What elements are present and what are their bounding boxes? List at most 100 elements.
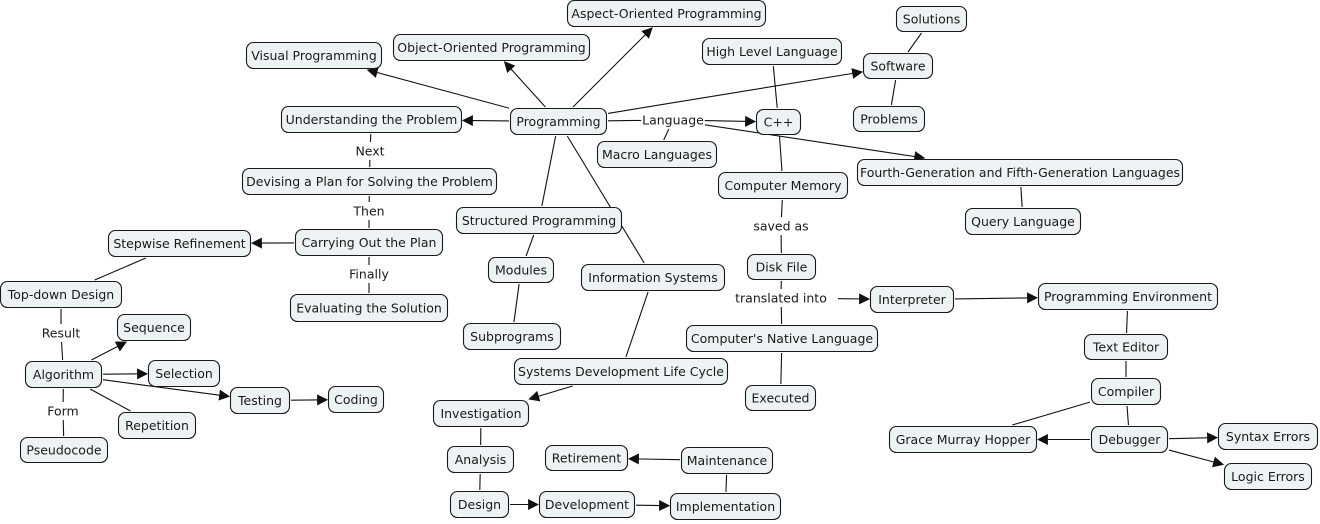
node-label: Compiler — [1098, 384, 1155, 399]
node-subprograms[interactable]: Subprograms — [462, 322, 562, 351]
node-solutions[interactable]: Solutions — [895, 5, 968, 33]
connection-debugger-to-logic — [1168, 449, 1225, 468]
node-cpp[interactable]: C++ — [755, 108, 802, 136]
connection-infosys-to-sdlc — [625, 291, 649, 358]
connection-compiler-to-hopper — [1012, 401, 1091, 426]
node-box — [717, 171, 849, 200]
node-label: Programming — [516, 114, 600, 129]
connection-language-to-cpp — [704, 115, 757, 127]
node-label: C++ — [764, 115, 794, 130]
connection-implementation-to-maintenance — [725, 474, 728, 493]
node-hopper[interactable]: Grace Murray Hopper — [888, 425, 1038, 454]
node-box — [744, 384, 817, 412]
node-structured[interactable]: Structured Programming — [455, 206, 623, 235]
node-box — [455, 206, 623, 235]
node-label: Aspect-Oriented Programming — [571, 6, 761, 21]
node-coding[interactable]: Coding — [327, 385, 385, 414]
node-syntax[interactable]: Syntax Errors — [1217, 422, 1319, 451]
node-maintenance[interactable]: Maintenance — [680, 446, 774, 475]
node-software[interactable]: Software — [862, 52, 934, 80]
node-fourthgen[interactable]: Fourth-Generation and Fifth-Generation L… — [856, 158, 1184, 187]
connection-memory-to-savedas — [780, 199, 783, 218]
node-macro[interactable]: Macro Languages — [596, 140, 718, 169]
node-box — [746, 253, 817, 281]
node-visual[interactable]: Visual Programming — [245, 41, 383, 70]
connection-maintenance-to-retirement — [627, 453, 681, 465]
node-label: Testing — [237, 393, 282, 408]
node-box — [701, 37, 843, 66]
node-box — [895, 5, 968, 33]
node-aop[interactable]: Aspect-Oriented Programming — [566, 0, 767, 28]
node-label: Evaluating the Solution — [296, 301, 442, 316]
node-label: Fourth-Generation and Fifth-Generation L… — [860, 165, 1180, 180]
link-label-translated: translated into — [735, 291, 827, 306]
node-box — [566, 0, 767, 28]
node-label: Interpreter — [878, 292, 946, 307]
node-progenv[interactable]: Programming Environment — [1037, 282, 1219, 311]
node-evaluating[interactable]: Evaluating the Solution — [289, 293, 449, 323]
node-implementation[interactable]: Implementation — [669, 492, 782, 521]
node-label: Top-down Design — [7, 287, 114, 302]
connection-debugger-to-syntax — [1168, 432, 1219, 444]
node-stepwise[interactable]: Stepwise Refinement — [107, 229, 252, 258]
node-label: Computer's Native Language — [691, 331, 874, 346]
node-carrying[interactable]: Carrying Out the Plan — [294, 228, 444, 257]
node-box — [446, 445, 515, 474]
node-label: Problems — [860, 112, 918, 127]
node-sequence[interactable]: Sequence — [116, 313, 192, 342]
node-query[interactable]: Query Language — [964, 207, 1082, 236]
node-testing[interactable]: Testing — [229, 386, 291, 415]
node-interpreter[interactable]: Interpreter — [869, 285, 955, 314]
node-native[interactable]: Computer's Native Language — [685, 324, 879, 353]
node-memory[interactable]: Computer Memory — [717, 171, 849, 200]
node-box — [1083, 333, 1169, 361]
connection-language-to-fourthgen — [704, 124, 926, 162]
node-sdlc[interactable]: Systems Development Life Cycle — [513, 357, 729, 386]
node-label: Carrying Out the Plan — [302, 235, 437, 250]
link-label-language: Language — [642, 113, 704, 128]
node-label: Devising a Plan for Solving the Problem — [246, 174, 493, 189]
link-label-form: Form — [47, 404, 79, 419]
node-label: Visual Programming — [251, 48, 377, 63]
node-label: Selection — [155, 366, 213, 381]
node-modules[interactable]: Modules — [487, 256, 555, 284]
node-logic[interactable]: Logic Errors — [1223, 462, 1313, 491]
connection-stepwise-to-topdown — [94, 257, 147, 281]
node-box — [392, 33, 591, 62]
node-understanding[interactable]: Understanding the Problem — [280, 105, 463, 134]
node-executed[interactable]: Executed — [744, 384, 817, 412]
node-box — [862, 52, 934, 80]
node-problems[interactable]: Problems — [852, 105, 926, 133]
connection-interpreter-to-progenv — [954, 292, 1039, 304]
node-selection[interactable]: Selection — [147, 359, 221, 388]
node-highlevel[interactable]: High Level Language — [701, 37, 843, 66]
node-pseudocode[interactable]: Pseudocode — [19, 436, 109, 464]
node-compiler[interactable]: Compiler — [1090, 377, 1162, 406]
node-box — [1217, 422, 1319, 451]
node-box — [432, 399, 530, 428]
node-repetition[interactable]: Repetition — [117, 411, 197, 440]
node-retirement[interactable]: Retirement — [544, 444, 629, 472]
node-devising[interactable]: Devising a Plan for Solving the Problem — [241, 167, 498, 196]
node-design[interactable]: Design — [449, 490, 510, 519]
node-development[interactable]: Development — [538, 490, 636, 519]
node-analysis[interactable]: Analysis — [446, 445, 515, 474]
node-investigation[interactable]: Investigation — [432, 399, 530, 428]
node-box — [462, 322, 562, 351]
node-texteditor[interactable]: Text Editor — [1083, 333, 1169, 361]
node-label: Maintenance — [687, 453, 768, 468]
node-label: Solutions — [903, 12, 960, 27]
node-diskfile[interactable]: Disk File — [746, 253, 817, 281]
node-oop[interactable]: Object-Oriented Programming — [392, 33, 591, 62]
node-topdown[interactable]: Top-down Design — [0, 280, 123, 309]
link-label-next: Next — [355, 144, 384, 159]
node-label: Stepwise Refinement — [113, 236, 245, 251]
node-infosys[interactable]: Information Systems — [580, 263, 726, 292]
node-debugger[interactable]: Debugger — [1090, 425, 1169, 454]
connection-programming-to-software — [607, 68, 864, 114]
node-box — [755, 108, 802, 136]
node-label: Software — [870, 59, 925, 74]
node-box — [0, 280, 123, 309]
node-algorithm[interactable]: Algorithm — [24, 360, 103, 389]
node-programming[interactable]: Programming — [509, 107, 608, 136]
